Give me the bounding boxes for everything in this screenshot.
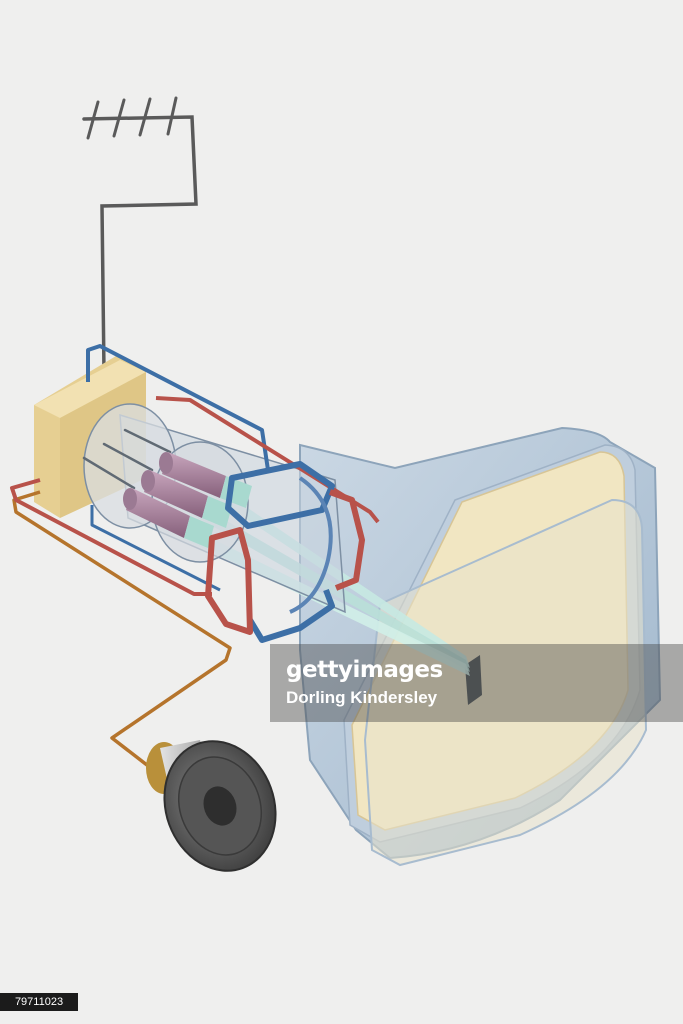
electron-guns [123, 452, 252, 548]
credit-line: Dorling Kindersley [286, 687, 438, 707]
red-wire [10, 478, 212, 596]
antenna-boom [82, 115, 198, 374]
deflection-coils [205, 461, 365, 643]
image-id-label: 79711023 [0, 993, 78, 1011]
control-wires [10, 344, 380, 596]
blue-wire-lower [90, 505, 221, 592]
getty-watermark: gettyimages Dorling Kindersley [270, 644, 683, 722]
getty-logo: gettyimages [286, 657, 443, 684]
antenna-elements [86, 96, 178, 140]
coil-ring-mid [289, 476, 333, 614]
red-wire-top [155, 396, 380, 524]
horizontal-coil-red-right [328, 489, 365, 591]
screen-face [363, 498, 648, 867]
electron-gun-3 [123, 488, 214, 548]
blue-wire [86, 344, 270, 471]
horizontal-coil-red-left [205, 527, 253, 635]
vertical-coil-blue-lower [247, 588, 335, 643]
speaker-dust-cap [203, 786, 237, 826]
vertical-coil-blue [225, 461, 335, 529]
electron-gun-2 [141, 470, 232, 528]
cathode-pins [82, 428, 172, 490]
picture-tube [299, 426, 662, 867]
loudspeaker [146, 740, 277, 872]
antenna [82, 96, 198, 374]
